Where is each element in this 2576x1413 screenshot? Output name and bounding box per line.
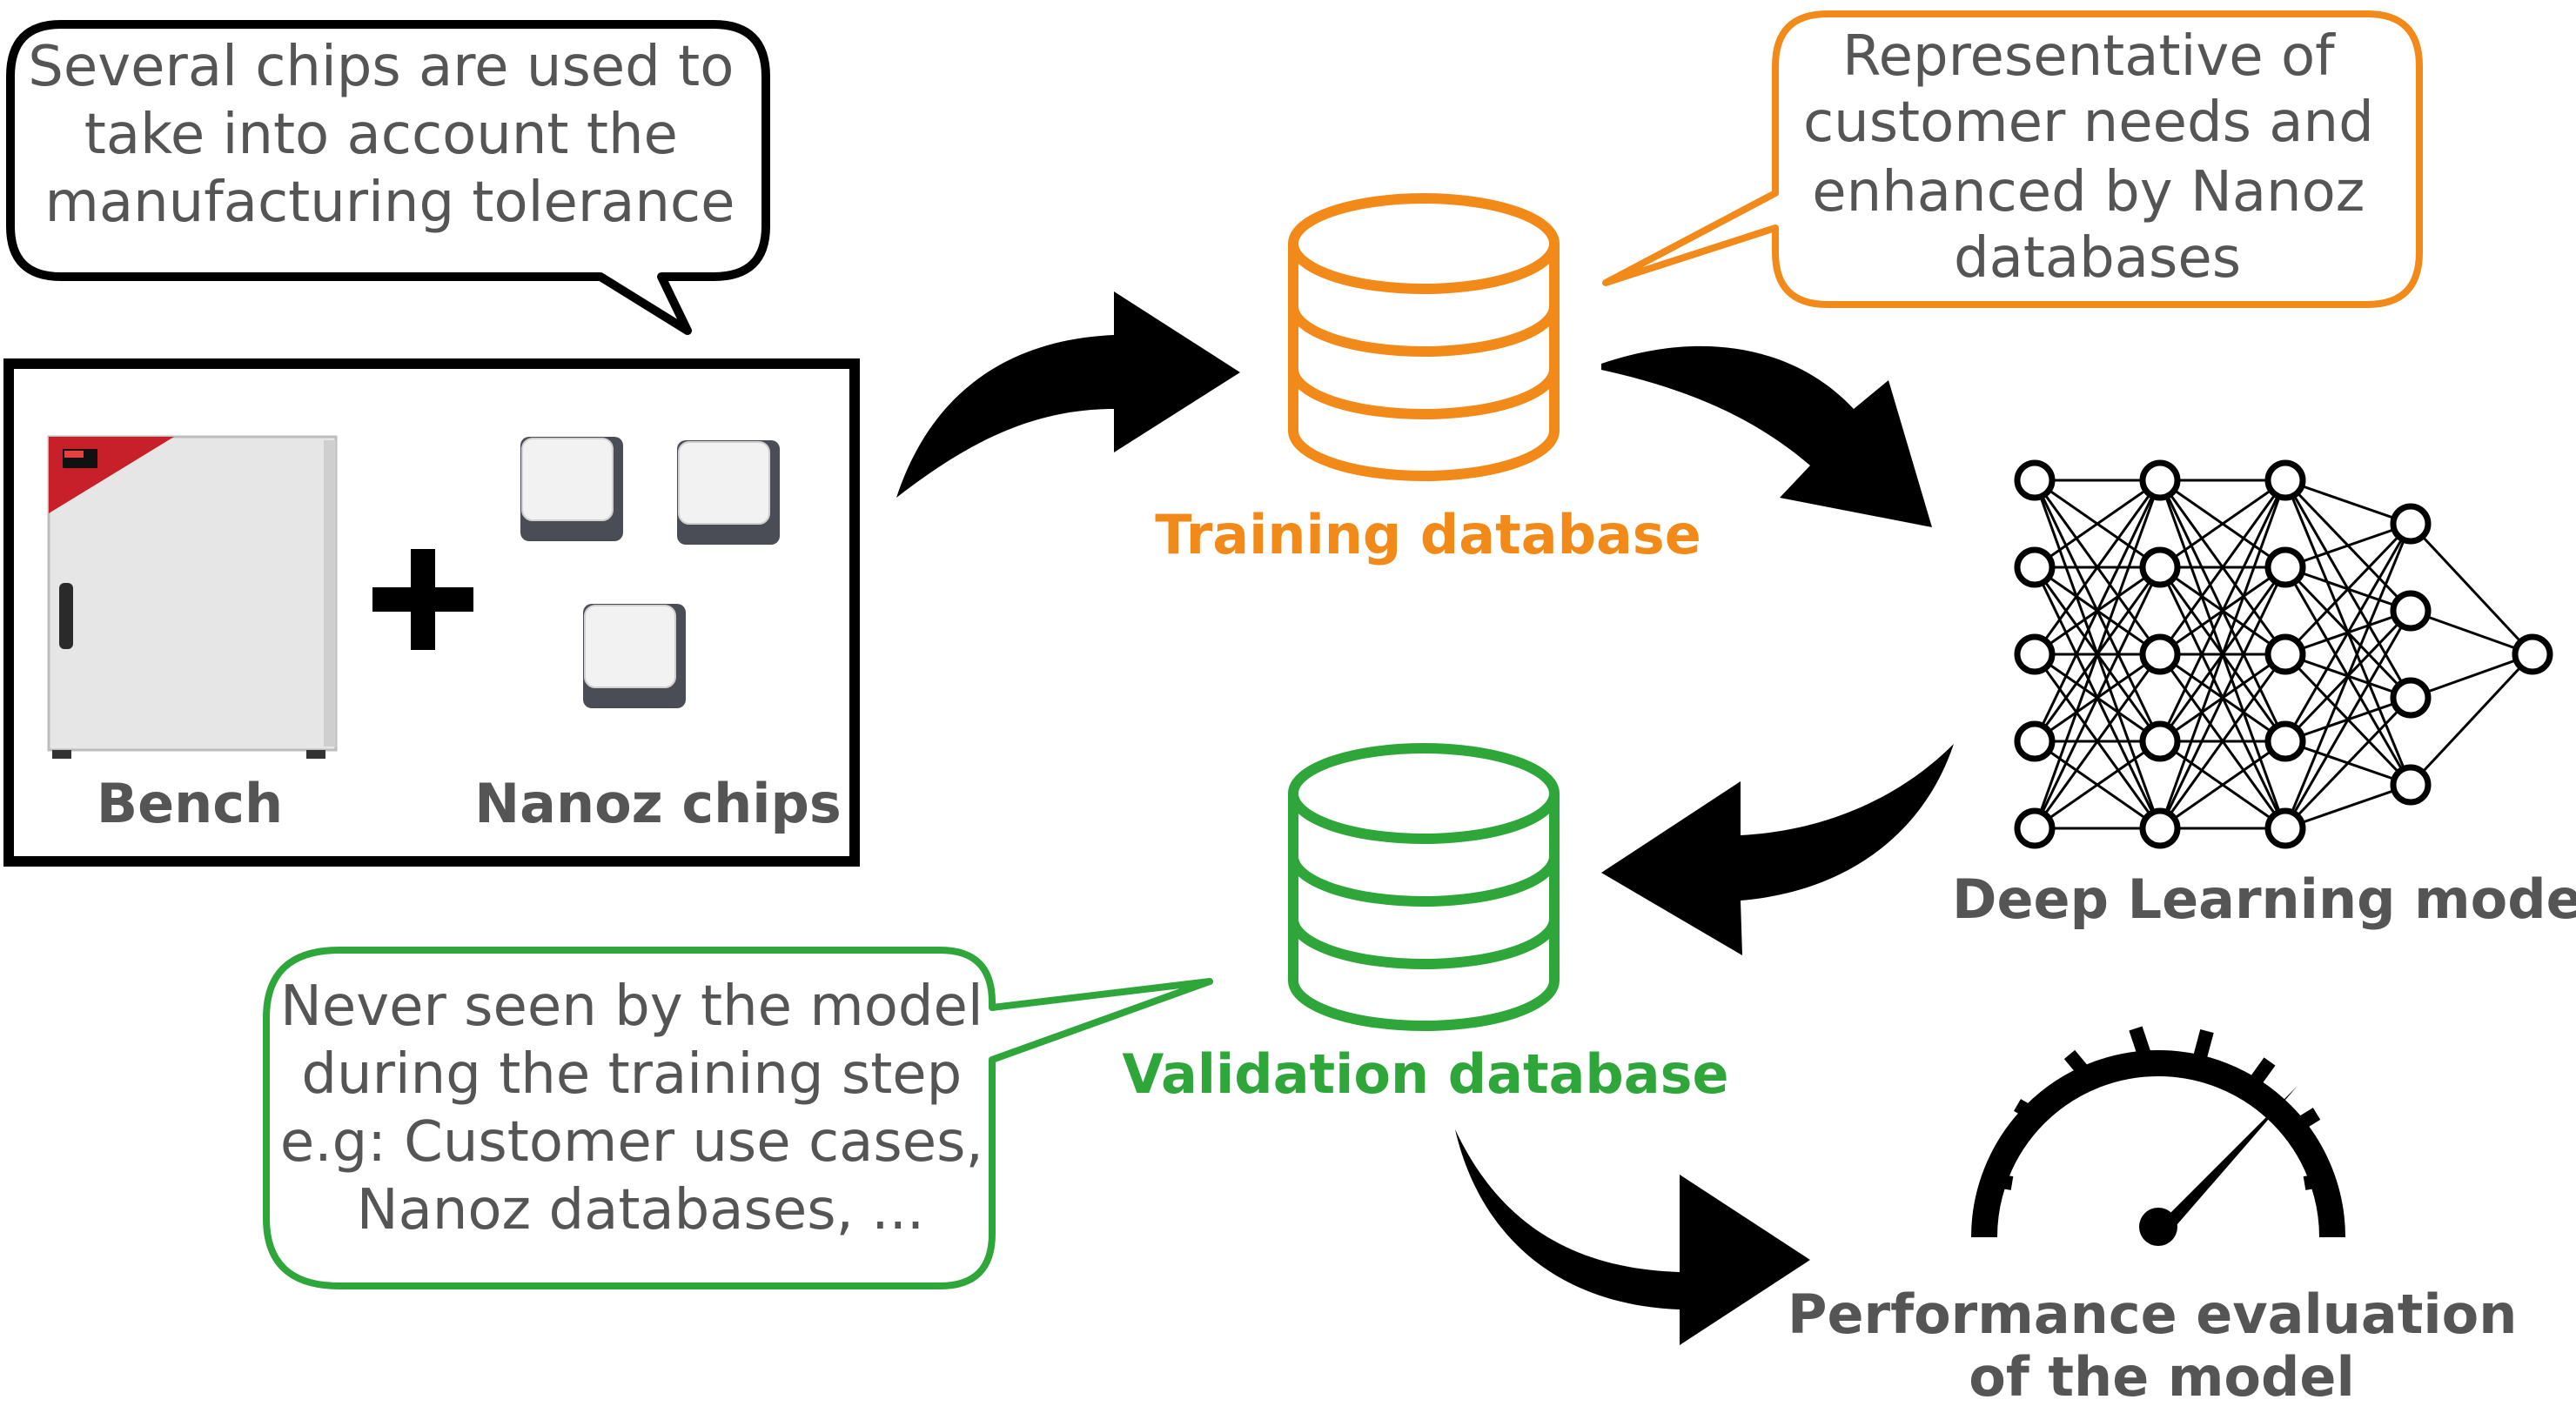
network-connection <box>2158 479 2287 742</box>
network-node <box>2264 807 2306 849</box>
validation-note-bubble: Never seen by the model during the train… <box>263 947 1213 1289</box>
network-connection <box>2410 609 2533 656</box>
network-connection <box>2034 740 2161 830</box>
network-connection <box>2284 523 2412 829</box>
neural-network-icon <box>2014 459 2553 849</box>
training-note-line: customer needs and <box>1803 90 2374 155</box>
svg-text:Several chips are used to: Several chips are used to take into acco… <box>28 35 751 235</box>
deep-learning-model-label: Deep Learning model <box>1952 867 2576 931</box>
training-note-bubble: Representative of customer needs and enh… <box>1602 10 2423 308</box>
chips-note-line: manufacturing tolerance <box>45 171 735 235</box>
network-connection <box>2033 479 2162 655</box>
plus-icon <box>372 549 473 650</box>
network-node <box>2390 590 2432 632</box>
arrow-to-validation <box>1601 744 1954 955</box>
network-connection <box>2158 566 2287 829</box>
speedometer-icon <box>1971 1026 2345 1246</box>
svg-text:Never seen by the model: Never seen by the model during the train… <box>280 974 1001 1242</box>
network-node <box>2014 720 2056 762</box>
network-connection <box>2033 566 2162 829</box>
network-connection <box>2284 479 2412 526</box>
network-connection <box>2159 479 2286 569</box>
network-connection <box>2409 522 2534 656</box>
network-node <box>2264 546 2306 588</box>
performance-label-line: of the model <box>1969 1345 2354 1409</box>
network-node <box>2014 546 2056 588</box>
sensor-chip-icon <box>677 440 780 545</box>
network-connection <box>2410 653 2533 700</box>
chips-label: Nanoz chips <box>474 772 842 835</box>
network-connection <box>2284 696 2412 830</box>
network-node <box>2390 677 2432 719</box>
network-node <box>2014 633 2056 675</box>
arrow-to-training <box>896 291 1240 498</box>
network-connection <box>2284 783 2412 830</box>
training-database-icon <box>1288 193 1560 481</box>
network-node <box>2264 459 2306 501</box>
network-connection <box>2284 610 2412 829</box>
performance-label: Performance evaluation of the model <box>1788 1282 2536 1409</box>
validation-note-line: Nanoz databases, ... <box>357 1178 925 1242</box>
network-node <box>2512 633 2553 675</box>
sensor-chip-icon <box>583 604 686 708</box>
validation-note-line: during the training step <box>301 1042 962 1107</box>
network-connection <box>2159 740 2286 830</box>
training-note-line: Representative of <box>1842 24 2336 89</box>
arrow-to-performance <box>1455 1129 1810 1345</box>
network-node <box>2390 764 2432 806</box>
training-note-line: databases <box>1954 226 2241 291</box>
network-node <box>2139 546 2181 588</box>
network-node <box>2014 459 2056 501</box>
network-connection <box>2033 479 2162 829</box>
validation-database-label: Validation database <box>1122 1042 1728 1106</box>
network-node <box>2139 720 2181 762</box>
validation-database-icon <box>1288 743 1560 1031</box>
validation-note-line: e.g: Customer use cases, <box>280 1110 983 1175</box>
network-connection <box>2033 479 2162 742</box>
sensor-chip-icon <box>520 437 623 541</box>
network-node <box>2264 720 2306 762</box>
hardware-panel: Bench Nanoz chips <box>3 358 860 867</box>
network-node <box>2139 633 2181 675</box>
incubator-icon <box>47 435 338 759</box>
performance-label-line: Performance evaluation <box>1788 1282 2517 1346</box>
network-connection <box>2158 653 2287 829</box>
network-connection <box>2158 479 2287 829</box>
network-node <box>2264 633 2306 675</box>
chips-note-bubble: Several chips are used to take into acco… <box>6 20 770 335</box>
network-connection <box>2284 522 2412 656</box>
network-node <box>2139 459 2181 501</box>
network-connection <box>2284 523 2412 742</box>
chips-note-line: Several chips are used to <box>28 35 734 99</box>
chips-note-line: take into account the <box>84 103 678 167</box>
network-connection <box>2284 522 2412 569</box>
network-connection <box>2409 653 2534 787</box>
network-connection <box>2033 653 2162 829</box>
network-node <box>2390 503 2432 545</box>
network-node <box>2139 807 2181 849</box>
network-node <box>2014 807 2056 849</box>
bench-label: Bench <box>97 772 283 835</box>
arrow-to-model <box>1601 345 1932 527</box>
training-database-label: Training database <box>1155 503 1701 566</box>
svg-text:Representative of custom: Representative of customer needs and enh… <box>1803 24 2392 291</box>
network-connection <box>2034 479 2161 569</box>
network-connection <box>2158 479 2287 655</box>
validation-note-line: Never seen by the model <box>280 974 983 1039</box>
training-note-line: enhanced by Nanoz <box>1812 160 2365 224</box>
